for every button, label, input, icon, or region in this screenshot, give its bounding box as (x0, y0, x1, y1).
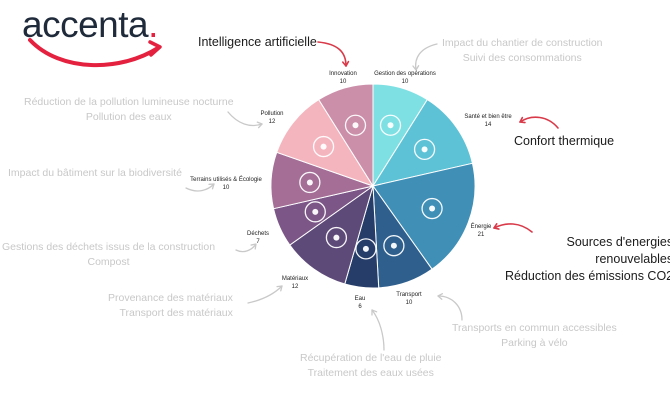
callout-arrow-1 (317, 41, 350, 67)
sante-et-bien-etre-icon (413, 138, 436, 161)
callout-arrows (185, 41, 559, 351)
slice-label-energie: Énergie (471, 223, 492, 230)
callout-line: Transports en commun accessibles (452, 322, 617, 334)
slice-label-gestion-des-operations: Gestion des opérations (374, 71, 436, 77)
callout-arrow-10 (227, 111, 263, 129)
callout-arrow-7 (247, 285, 283, 304)
slice-value-dechets: 7 (256, 239, 260, 245)
callout-line: Sources d'energies (566, 235, 670, 249)
callout-arrow-8 (235, 243, 257, 253)
slice-pollution (276, 98, 375, 187)
brand-logo: accenta. (22, 4, 158, 46)
materiaux-icon (325, 226, 348, 249)
callout-8: Gestions des déchets issus de la constru… (2, 240, 215, 270)
slice-value-gestion-des-operations: 10 (402, 79, 409, 85)
innovation-icon (344, 114, 367, 136)
callout-arrow-9 (185, 183, 215, 192)
slice-innovation (318, 83, 374, 188)
callout-line: Suivi des consommations (462, 52, 582, 64)
brand-dot: . (148, 4, 158, 45)
callout-arrow-4 (493, 223, 533, 233)
dechets-icon (304, 201, 326, 223)
transport-icon (383, 235, 405, 257)
slice-sante-et-bien-etre (371, 98, 474, 187)
callout-line: Réduction des émissions CO2 (505, 269, 670, 283)
eau-icon (355, 238, 377, 260)
callout-line: Parking à vélo (501, 337, 568, 349)
callout-line: Pollution des eaux (85, 111, 172, 123)
callout-line: Traitement des eaux usées (307, 367, 434, 379)
slice-label-materiaux: Matériaux (282, 276, 308, 282)
callout-line: Compost (87, 256, 130, 268)
slice-icons (299, 114, 443, 260)
slice-value-pollution: 12 (269, 119, 276, 125)
pollution-icon (312, 135, 335, 158)
callout-3: Confort thermique (514, 133, 614, 150)
terrains-utilises-ecologie-icon (299, 171, 321, 194)
slice-materiaux (289, 184, 374, 285)
callout-line: Transport des matériaux (119, 307, 233, 319)
slice-value-energie: 21 (478, 232, 485, 238)
slice-value-sante-et-bien-etre: 14 (485, 122, 492, 128)
callout-line: Impact du chantier de construction (442, 37, 603, 49)
callout-line: Gestions des déchets issus de la constru… (2, 241, 216, 253)
callout-arrow-5 (437, 292, 463, 321)
slice-label-pollution: Pollution (260, 111, 283, 117)
slice-label-eau: Eau (355, 296, 366, 302)
callout-line: Réduction de la pollution lumineuse noct… (24, 96, 234, 108)
slice-value-transport: 10 (406, 300, 413, 306)
callout-10: Réduction de la pollution lumineuse noct… (24, 95, 234, 125)
callout-arrow-3 (519, 116, 559, 129)
slice-label-sante-et-bien-etre: Santé et bien être (464, 114, 512, 120)
callout-line: Récupération de l'eau de pluie (300, 352, 442, 364)
callout-1: Intelligence artificielle (198, 34, 317, 51)
slice-label-transport: Transport (396, 292, 422, 298)
slice-value-materiaux: 12 (292, 284, 299, 290)
slice-label-dechets: Déchets (247, 231, 269, 237)
slice-label-terrains-utilises-ecologie: Terrains utilisés & Écologie (190, 176, 262, 183)
brand-name: accenta (22, 4, 149, 45)
slice-label-innovation: Innovation (329, 71, 357, 77)
pie-slices (270, 83, 476, 289)
callout-line: Confort thermique (514, 134, 615, 148)
callout-arrow-6 (371, 309, 385, 351)
slice-value-eau: 6 (358, 304, 362, 310)
callout-line: renouvelables (595, 252, 670, 266)
callout-arrow-2 (412, 43, 438, 71)
callout-9: Impact du bâtiment sur la biodiversité (8, 166, 182, 181)
slice-value-innovation: 10 (340, 79, 347, 85)
gestion-des-operations-icon (379, 114, 402, 136)
callout-line: Impact du bâtiment sur la biodiversité (8, 167, 182, 179)
slice-energie (372, 162, 476, 270)
callout-line: Intelligence artificielle (198, 35, 317, 49)
slice-value-terrains-utilises-ecologie: 10 (223, 185, 230, 191)
callout-line: Provenance des matériaux (108, 292, 233, 304)
energie-icon (421, 197, 443, 220)
